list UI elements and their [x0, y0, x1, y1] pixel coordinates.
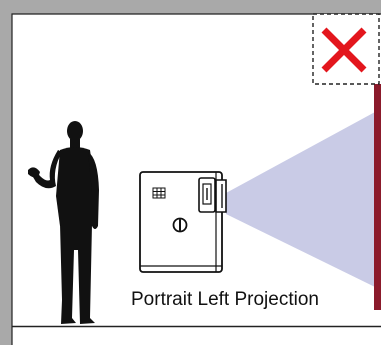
screen [374, 84, 381, 310]
projector-dial [172, 217, 188, 233]
room-inner-outline [11, 13, 381, 345]
room-left-wall [0, 0, 12, 345]
projection-beam [226, 112, 375, 287]
projector-lens [215, 179, 227, 213]
diagram-caption: Portrait Left Projection [131, 289, 319, 310]
projector-icon [139, 171, 227, 273]
room-ceiling [0, 0, 381, 14]
person-silhouette-icon [28, 121, 99, 324]
status-mark-box [312, 13, 380, 85]
projector-vent [152, 187, 166, 199]
red-x-icon [321, 27, 367, 73]
